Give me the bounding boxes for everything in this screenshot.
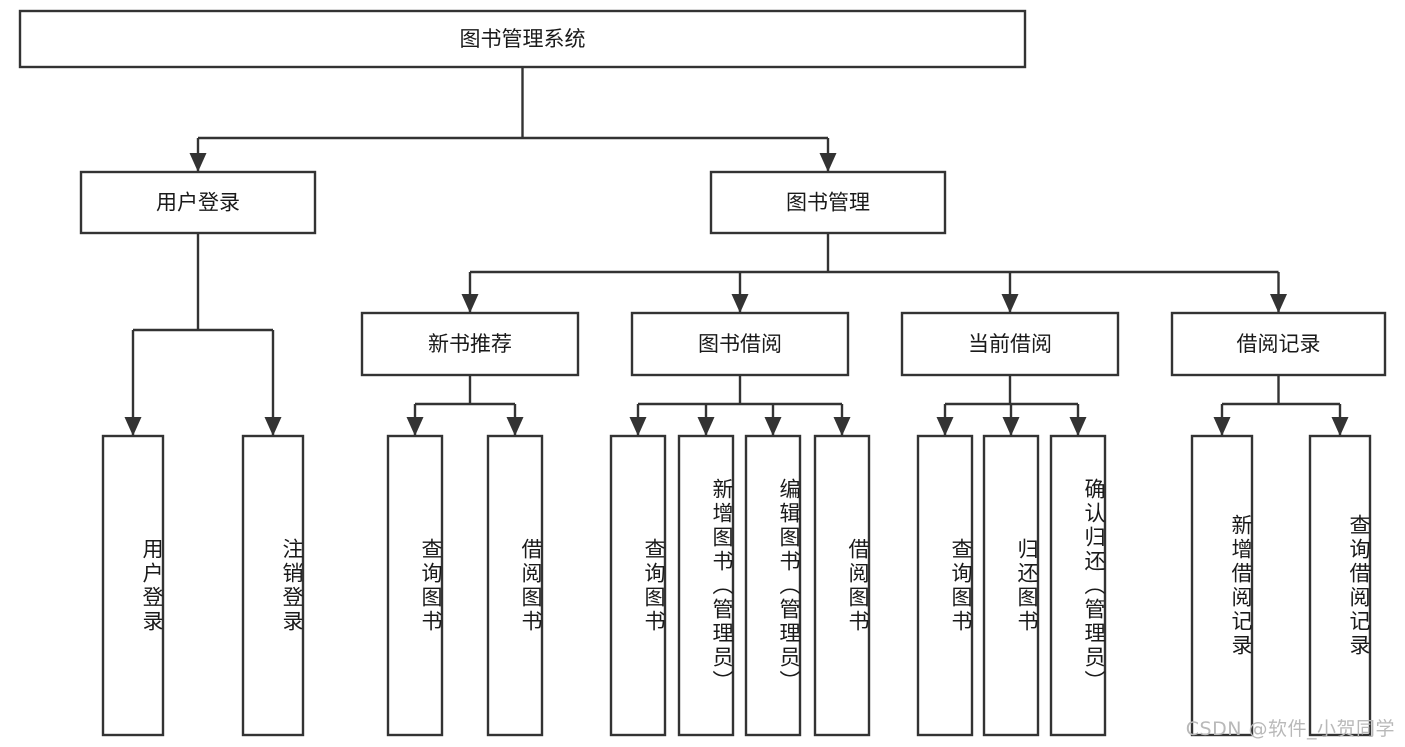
boxes-layer [18,9,1387,737]
node-l2-0-label: 用户登录 [156,191,240,215]
leaf-1-1[interactable] [677,434,735,737]
l3-1-arrow-1 [697,417,715,436]
leaf-1-3[interactable] [813,434,871,737]
node-l3-3[interactable] [1170,311,1387,377]
l2-0-arrow-1 [264,417,282,436]
leaf-1-0[interactable] [609,434,667,737]
leaf-2-0[interactable] [916,434,974,737]
node-l3-2[interactable] [900,311,1120,377]
l2-1-arrow-1 [731,294,749,313]
l3-2-arrow-1 [1002,417,1020,436]
l2-1-arrow-3 [1270,294,1287,313]
leaf-3-0[interactable] [1190,434,1254,737]
node-root-label: 图书管理系统 [460,27,586,51]
leaf-0-1[interactable] [486,434,544,737]
leaf-2-1[interactable] [982,434,1040,737]
leaf-0-0[interactable] [386,434,444,737]
connectors-layer [124,67,1349,436]
node-l3-1[interactable] [630,311,850,377]
node-l2-1[interactable] [709,170,947,235]
l2-1-arrow-2 [1001,294,1019,313]
watermark-text: CSDN @软件_小贺同学 [1185,718,1395,740]
leaf-2-2[interactable] [1049,434,1107,737]
l2-0-arrow-0 [124,417,142,436]
leaf-user-1[interactable] [241,434,305,737]
leaf-3-1[interactable] [1308,434,1372,737]
l3-3-arrow-0 [1213,417,1231,436]
node-l2-1-label: 图书管理 [786,191,870,215]
root-arrow-1 [819,153,837,172]
node-l2-0[interactable] [79,170,317,235]
node-l3-3-label: 借阅记录 [1237,332,1321,356]
l3-2-arrow-2 [1069,417,1087,436]
l3-1-arrow-2 [764,417,782,436]
root-arrow-0 [189,153,207,172]
leaf-1-2[interactable] [744,434,802,737]
leaf-user-0[interactable] [101,434,165,737]
l3-1-arrow-0 [629,417,647,436]
l3-2-arrow-0 [936,417,954,436]
node-l3-0-label: 新书推荐 [428,332,512,356]
node-l3-0[interactable] [360,311,580,377]
l2-1-arrow-0 [461,294,479,313]
l3-0-arrow-0 [406,417,424,436]
node-l3-2-label: 当前借阅 [968,332,1052,356]
node-root[interactable] [18,9,1027,69]
node-l3-1-label: 图书借阅 [698,332,782,356]
l3-3-arrow-1 [1331,417,1349,436]
l3-0-arrow-1 [506,417,524,436]
l3-1-arrow-3 [833,417,851,436]
